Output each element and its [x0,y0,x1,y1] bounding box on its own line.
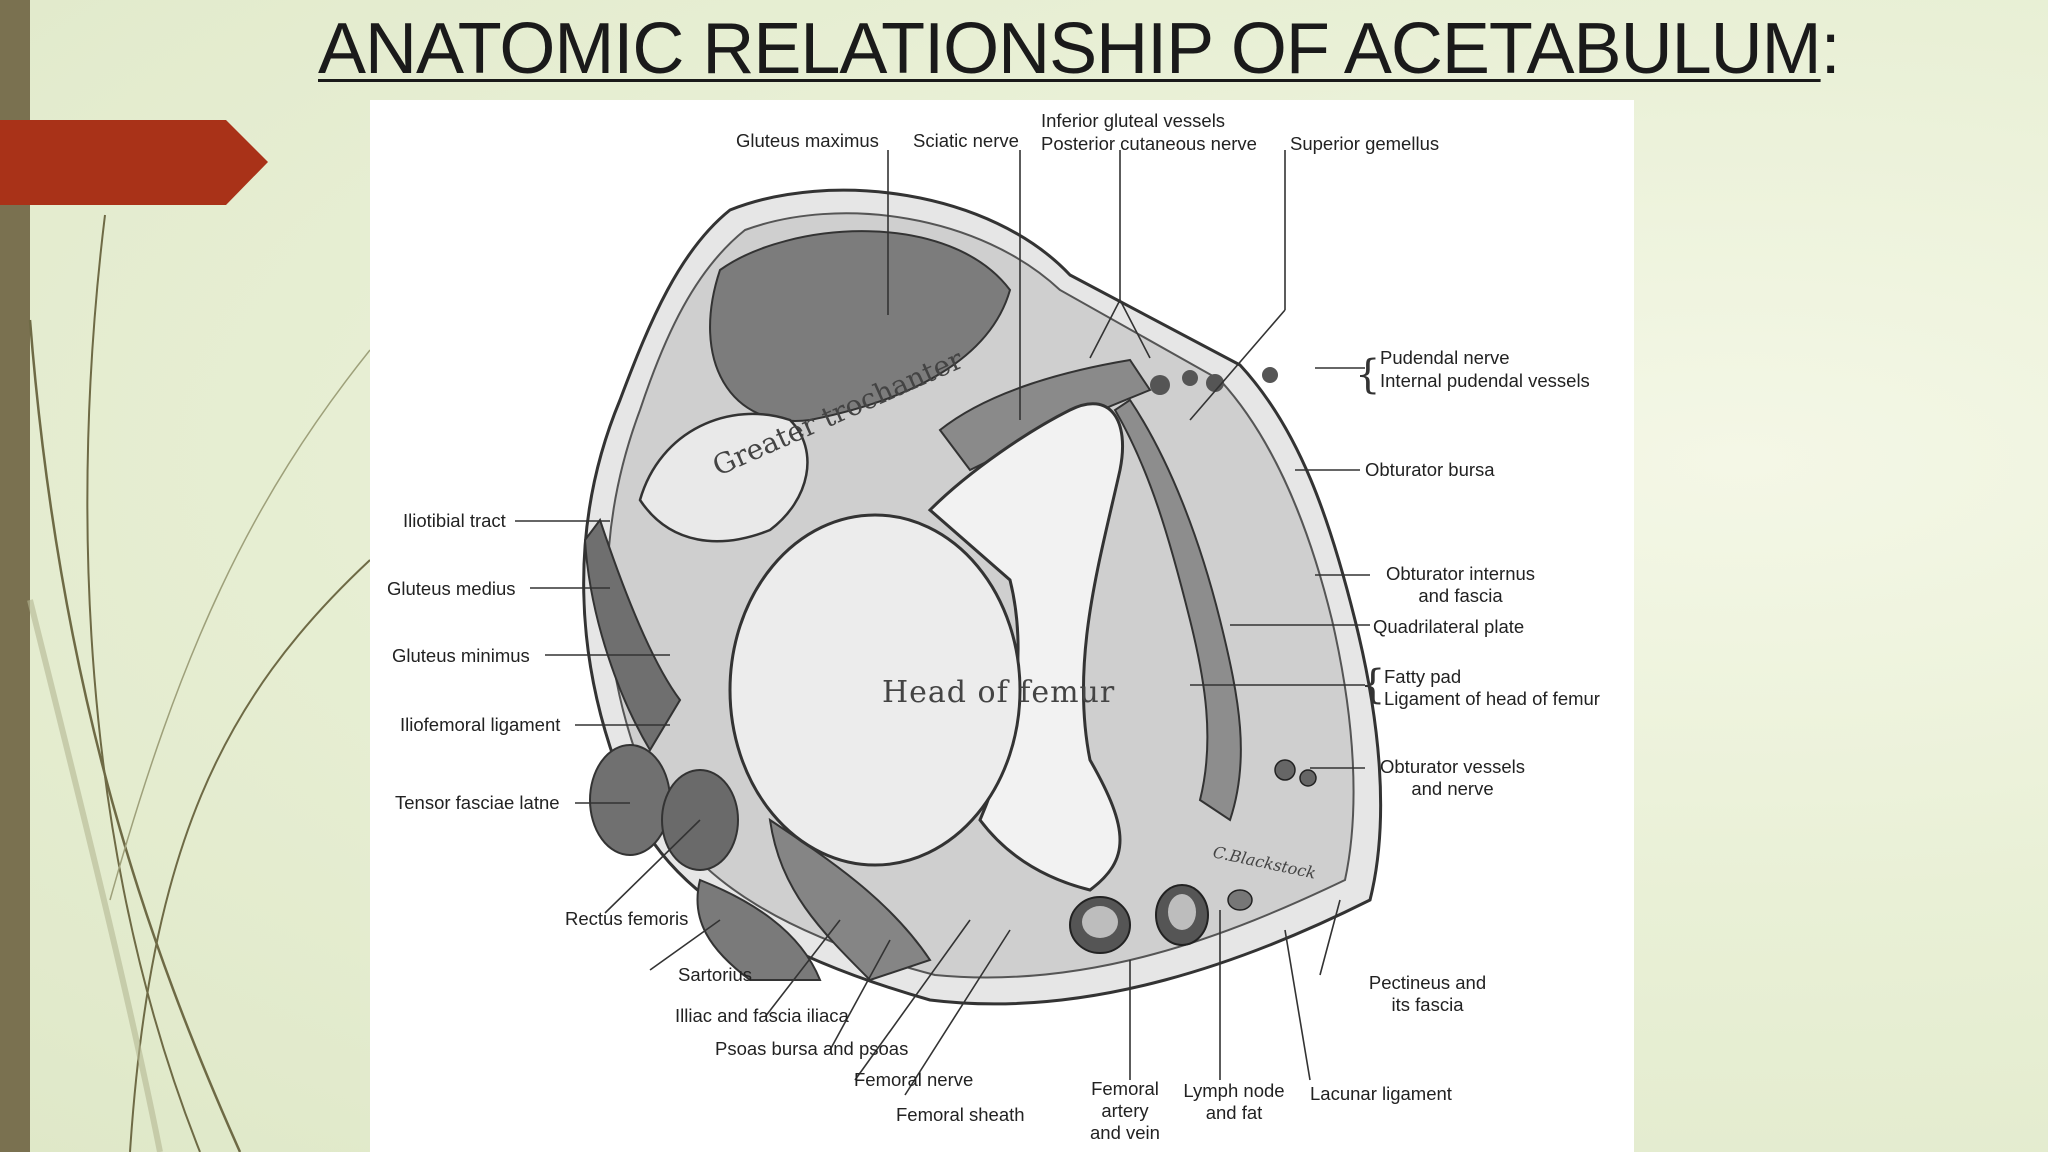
label-gluteus-medius: Gluteus medius [387,578,516,599]
label-lacunar-ligament: Lacunar ligament [1310,1083,1452,1104]
label-gluteus-maximus: Gluteus maximus [736,130,879,151]
label-femoral-artery-vein: Femoral artery and vein [1090,1078,1160,1143]
label-iliotibial-tract: Iliotibial tract [403,510,506,531]
label-femoral-nerve: Femoral nerve [854,1069,974,1090]
cross-section-drawing: { { [515,150,1385,1096]
slide-title: ANATOMIC RELATIONSHIP OF ACETABULUM: [318,9,1841,89]
label-femoral-sheath: Femoral sheath [896,1104,1025,1125]
label-posterior-cutaneous-nerve: Posterior cutaneous nerve [1041,133,1257,154]
label-psoas-bursa: Psoas bursa and psoas [715,1038,909,1059]
label-sartorius: Sartorius [678,964,753,985]
label-rectus-femoris: Rectus femoris [565,908,689,929]
label-pudendal-nerve: Pudendal nerve [1380,347,1510,368]
anatomy-figure: { { Greater trochanter Head of femur C.B… [370,100,1634,1152]
label-obturator-vessels: Obturator vessels and nerve [1380,756,1525,799]
label-quadrilateral-plate: Quadrilateral plate [1373,616,1525,637]
label-obturator-bursa: Obturator bursa [1365,459,1495,480]
head-of-femur-label: Head of femur [882,675,1116,710]
label-tensor-fasciae-latae: Tensor fasciae latne [395,792,560,813]
label-internal-pudendal-vessels: Internal pudendal vessels [1380,370,1590,391]
label-ligament-head-femur: Ligament of head of femur [1384,688,1600,709]
label-superior-gemellus: Superior gemellus [1290,133,1440,154]
label-iliofemoral-ligament: Iliofemoral ligament [400,714,561,735]
label-inferior-gluteal-vessels: Inferior gluteal vessels [1041,110,1226,131]
label-gluteus-minimus: Gluteus minimus [392,645,530,666]
decorative-curves [27,214,371,1152]
title-arrow-marker [0,120,268,205]
label-sciatic-nerve: Sciatic nerve [913,130,1019,151]
label-lymph-node: Lymph node and fat [1183,1080,1285,1123]
label-obturator-internus: Obturator internus and fascia [1385,563,1536,606]
svg-text:{: { [1360,662,1385,708]
label-pectineus: Pectineus and its fascia [1368,972,1487,1015]
label-fatty-pad: Fatty pad [1384,666,1462,687]
label-illiac-fascia-iliaca: Illiac and fascia iliaca [675,1005,849,1026]
svg-text:{: { [1355,352,1380,398]
